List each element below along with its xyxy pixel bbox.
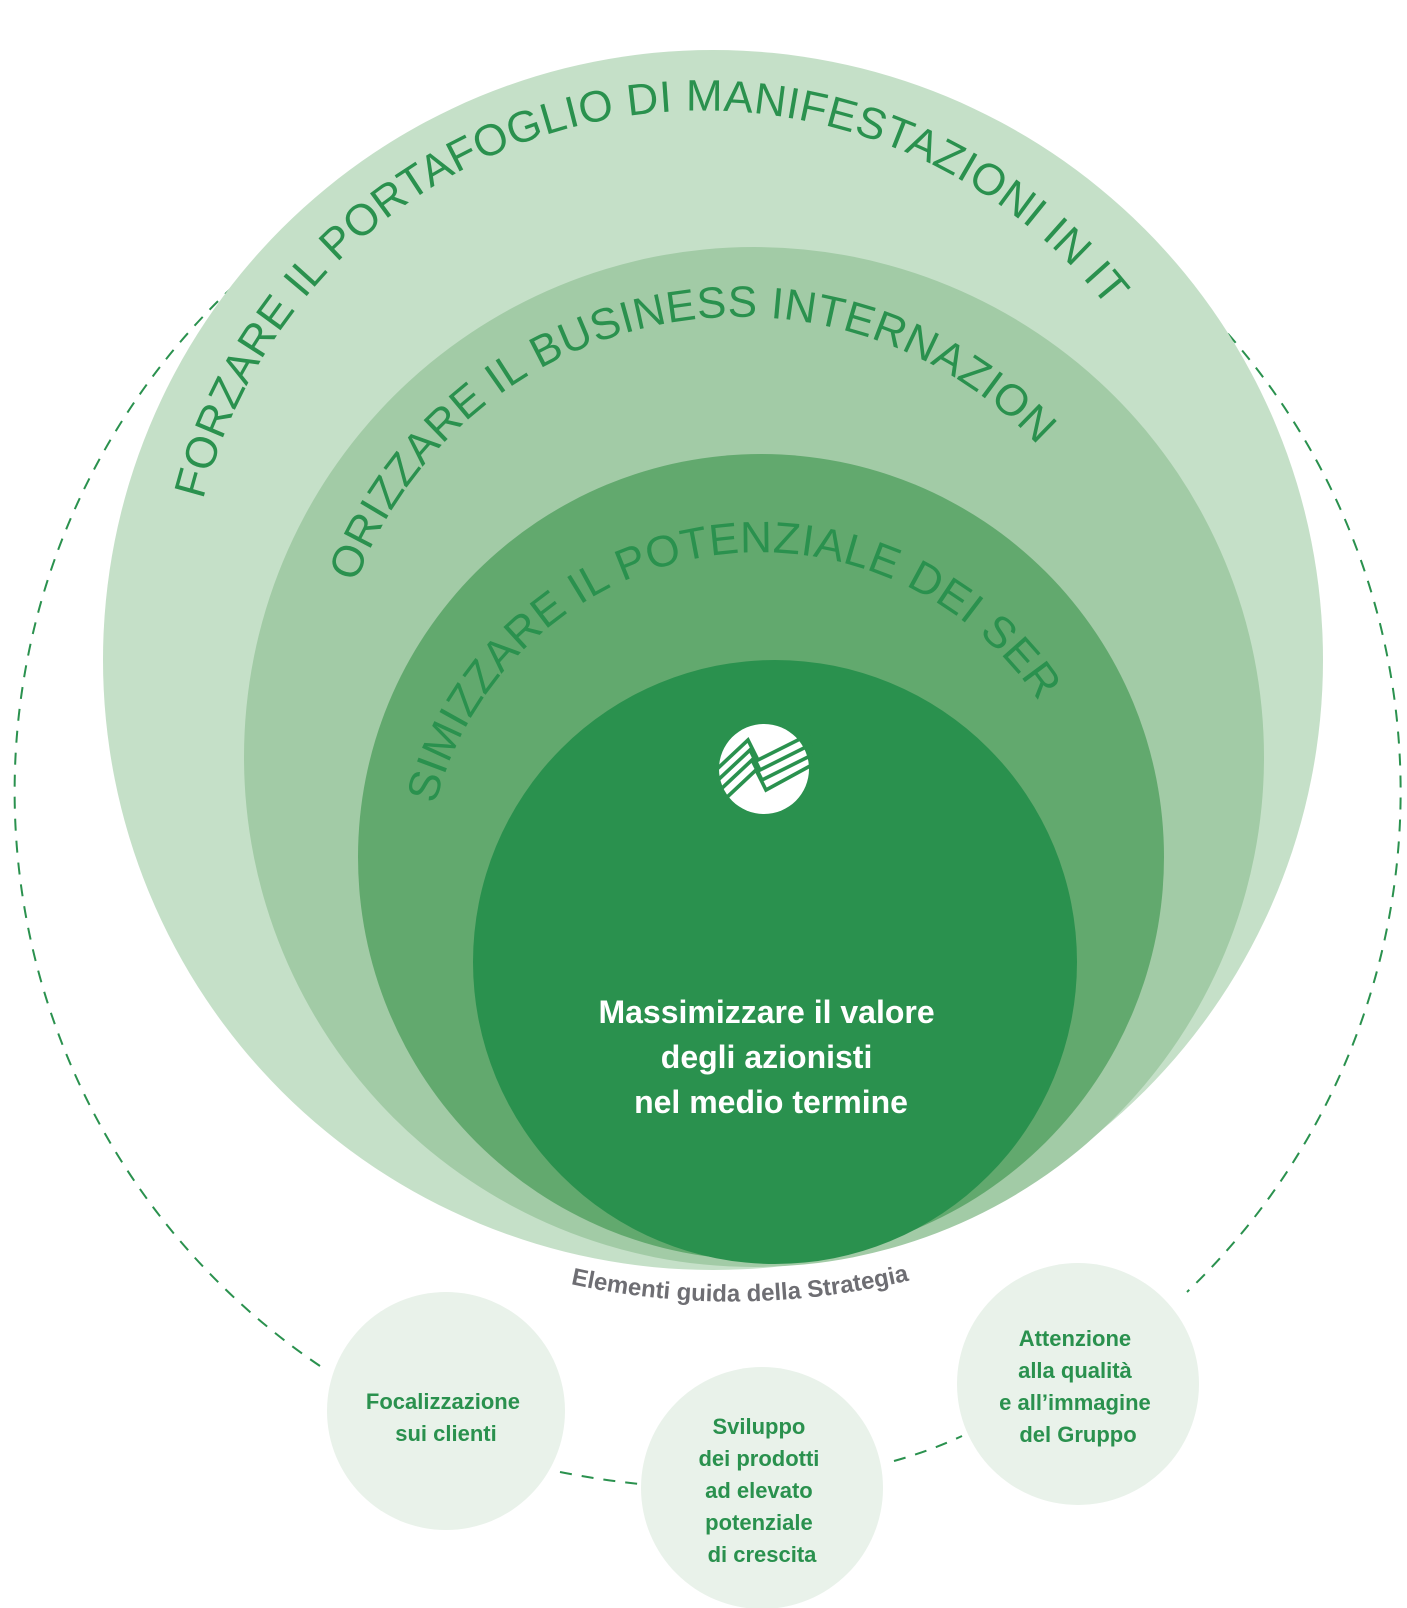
dashed-connector-left [559, 1471, 641, 1485]
core-line-1: Massimizzare il valore [598, 994, 934, 1030]
pillar-product-development: Sviluppo dei prodotti ad elevato potenzi… [641, 1367, 883, 1608]
svg-text:Attenzione alla qualità: Attenzione alla qualità e all’immagine d… [999, 1326, 1157, 1447]
core-text: Massimizzare il valore degli azionisti n… [598, 994, 943, 1120]
fiera-logo-icon [714, 724, 813, 814]
svg-text:Focalizzazione sui clien: Focalizzazione sui clienti [366, 1389, 526, 1446]
svg-text:Sviluppo dei prodotti: Sviluppo dei prodotti ad elevato potenzi… [698, 1414, 825, 1567]
dashed-connector-right [893, 1435, 963, 1462]
core-line-3: nel medio termine [634, 1084, 908, 1120]
core-circle [473, 660, 1077, 1264]
pillar-quality-image: Attenzione alla qualità e all’immagine d… [957, 1263, 1199, 1505]
dashed-orbit [13, 97, 1402, 1367]
pillar-customer-focus: Focalizzazione sui clienti [327, 1292, 565, 1530]
core-line-2: degli azionisti [661, 1039, 873, 1075]
